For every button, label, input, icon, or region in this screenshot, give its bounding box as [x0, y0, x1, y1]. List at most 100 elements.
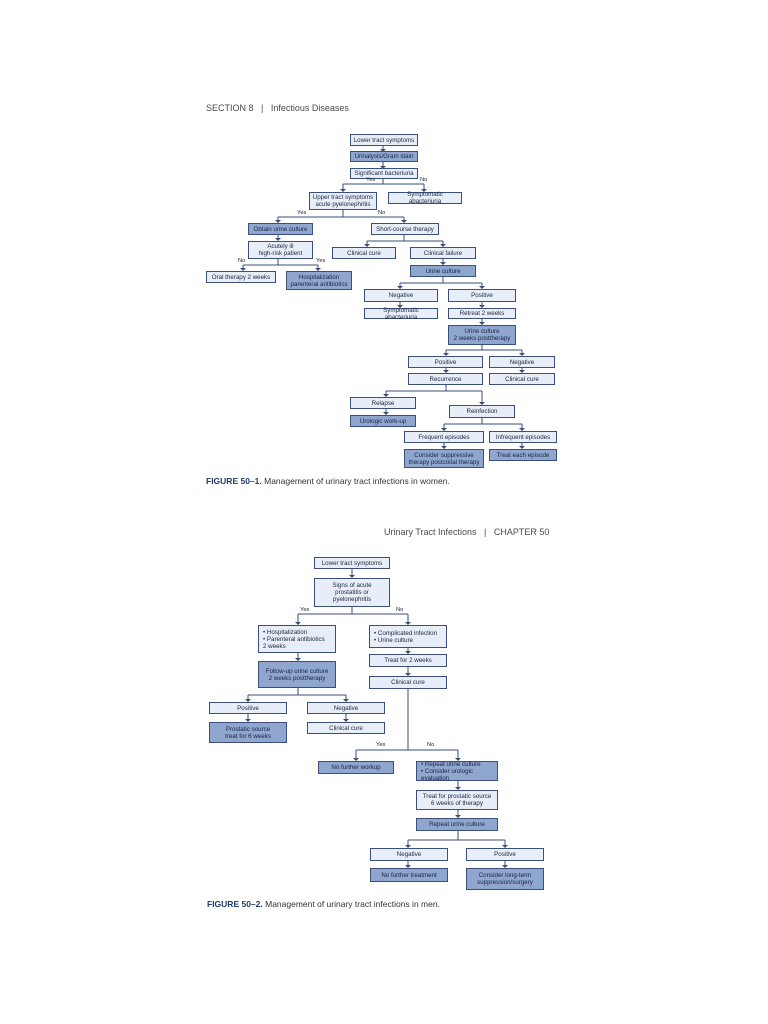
- node-retreat-2-weeks: Retreat 2 weeks: [448, 308, 516, 319]
- node-clinical-cure-2: Clinical cure: [307, 722, 385, 734]
- node-consider-suppressive: Consider suppressive therapy postcoital …: [404, 449, 484, 468]
- node-complicated-infection: • Complicated infection • Urine culture: [369, 625, 447, 648]
- figure-caption-1: FIGURE 50–1. Management of urinary tract…: [206, 476, 450, 486]
- text-line: prostatitis or: [335, 589, 369, 596]
- text-line: • Repeat urine culture: [421, 760, 481, 768]
- node-significant-bacteriuria: Significant bacteriuria: [350, 168, 418, 179]
- node-treat-each-episode: Treat each episode: [489, 449, 557, 461]
- node-clinical-failure: Clinical failure: [410, 247, 476, 259]
- node-acutely-ill: Acutely ill high-risk patient: [248, 241, 313, 259]
- chapter-label: CHAPTER 50: [493, 527, 550, 537]
- text-line: Follow-up urine culture: [265, 667, 329, 675]
- node-no-further-workup: No further workup: [318, 761, 394, 774]
- text-line: 2 weeks posttherapy: [453, 335, 511, 342]
- node-treat-prostatic-source: Treat for prostatic source 6 weeks of th…: [416, 790, 498, 810]
- label-no: No: [420, 177, 428, 183]
- figure-caption-text: Management of urinary tract infections i…: [265, 899, 440, 909]
- node-negative-2: Negative: [370, 848, 448, 861]
- label-no: No: [396, 607, 404, 613]
- text-line: • Consider urologic evaluation: [421, 767, 474, 782]
- node-short-course-therapy: Short-course therapy: [371, 223, 439, 235]
- section-label: SECTION 8: [206, 103, 254, 113]
- node-no-further-treatment: No further treatment: [370, 868, 448, 882]
- label-yes: Yes: [316, 258, 326, 264]
- text-line: Signs of acute: [332, 582, 372, 589]
- node-reinfection: Reinfection: [449, 405, 515, 418]
- node-urine-culture: Urine culture: [410, 265, 476, 277]
- header-separator: |: [484, 527, 487, 537]
- figure-caption-text: Management of urinary tract infections i…: [264, 476, 450, 486]
- text-line: Acutely ill: [267, 243, 294, 250]
- text-line: acute pyelonephritis: [315, 201, 371, 208]
- text-line: 6 weeks of therapy: [431, 800, 483, 807]
- node-relapse: Relapse: [350, 397, 416, 409]
- node-urinalysis-gram-stain: Urinalysis/Gram stain: [350, 151, 418, 162]
- label-no: No: [378, 210, 386, 216]
- node-treat-2-weeks: Treat for 2 weeks: [369, 654, 447, 667]
- node-oral-therapy: Oral therapy 2 weeks: [206, 271, 276, 283]
- text-line: • Complicated infection: [374, 629, 438, 637]
- node-men-lower-tract-symptoms: Lower tract symptoms: [314, 557, 390, 569]
- label-no: No: [427, 742, 435, 748]
- node-urologic-workup: Urologic work-up: [350, 415, 416, 427]
- figure-label: FIGURE 50–1.: [206, 476, 262, 486]
- node-clinical-cure: Clinical cure: [332, 247, 396, 259]
- text-line: Urine culture: [464, 328, 500, 335]
- header-separator: |: [261, 103, 264, 113]
- text-line: 2 weeks: [263, 642, 286, 650]
- figure-label: FIGURE 50–2.: [207, 899, 263, 909]
- node-upper-tract-symptoms: Upper tract symptoms acute pyelonephriti…: [309, 192, 377, 210]
- text-line: 2 weeks posttherapy: [268, 674, 326, 682]
- text-line: therapy postcoital therapy: [408, 458, 480, 466]
- node-recurrence: Recurrence: [408, 373, 483, 385]
- node-positive-2: Positive: [466, 848, 544, 861]
- node-positive-2: Positive: [408, 356, 483, 368]
- text-line: suppression/surgery: [477, 879, 533, 886]
- node-positive: Positive: [448, 289, 516, 302]
- label-yes: Yes: [376, 742, 386, 748]
- node-frequent-episodes: Frequent episodes: [404, 431, 484, 443]
- node-follow-up-urine-culture: Follow-up urine culture 2 weeks postther…: [258, 661, 336, 688]
- node-infrequent-episodes: Infrequent episodes: [489, 431, 557, 443]
- text-line: • Hospitalization: [263, 628, 308, 636]
- text-line: • Parenteral antibiotics: [263, 635, 325, 643]
- node-prostatic-source: Prostatic source treat for 6 weeks: [209, 722, 287, 743]
- text-line: Hospitalization: [298, 273, 340, 281]
- node-clinical-cure: Clinical cure: [369, 676, 447, 689]
- label-yes: Yes: [297, 210, 307, 216]
- text-line: Prostatic source: [225, 725, 271, 733]
- section-title: Infectious Diseases: [270, 103, 349, 113]
- label-yes: Yes: [366, 177, 376, 183]
- node-repeat-urine-culture: Repeat urine culture: [416, 818, 498, 831]
- page2-header: Urinary Tract Infections | CHAPTER 50: [384, 527, 549, 537]
- node-hospitalization: Hospitalization parenteral antibiotics: [286, 271, 352, 290]
- text-line: Treat for prostatic source: [422, 793, 492, 800]
- node-lower-tract-symptoms: Lower tract symptoms: [350, 134, 418, 146]
- node-negative-2: Negative: [489, 356, 555, 368]
- text-line: pyelonephritis: [332, 596, 372, 603]
- text-line: Upper tract symptoms: [312, 194, 374, 201]
- chapter-title: Urinary Tract Infections: [384, 527, 477, 537]
- text-line: Consider long-term: [478, 872, 532, 879]
- text-line: treat for 6 weeks: [225, 732, 271, 740]
- node-positive: Positive: [209, 702, 287, 714]
- node-hospitalization-parenteral: • Hospitalization • Parenteral antibioti…: [258, 625, 336, 653]
- node-signs-acute-prostatitis: Signs of acute prostatitis or pyelonephr…: [314, 578, 390, 607]
- label-no: No: [238, 258, 246, 264]
- text-line: parenteral antibiotics: [290, 280, 348, 288]
- node-consider-long-term: Consider long-term suppression/surgery: [466, 868, 544, 890]
- text-line: • Urine culture: [374, 636, 413, 644]
- node-clinical-cure-2: Clinical cure: [489, 373, 555, 385]
- node-obtain-urine-culture: Obtain urine culture: [248, 223, 313, 235]
- node-symptomatic-abacteriuria-2: Symptomatic abacteriuria: [364, 307, 438, 321]
- node-symptomatic-abacteriuria: Symptomatic abacteriuria: [388, 191, 462, 205]
- text-line: high-risk patient: [258, 250, 303, 257]
- figure-caption-2: FIGURE 50–2. Management of urinary tract…: [207, 899, 440, 909]
- page1-header: SECTION 8 | Infectious Diseases: [206, 103, 349, 113]
- node-negative: Negative: [364, 289, 438, 302]
- node-repeat-culture-urologic: • Repeat urine culture • Consider urolog…: [416, 760, 498, 782]
- label-yes: Yes: [300, 607, 310, 613]
- node-negative: Negative: [307, 702, 385, 714]
